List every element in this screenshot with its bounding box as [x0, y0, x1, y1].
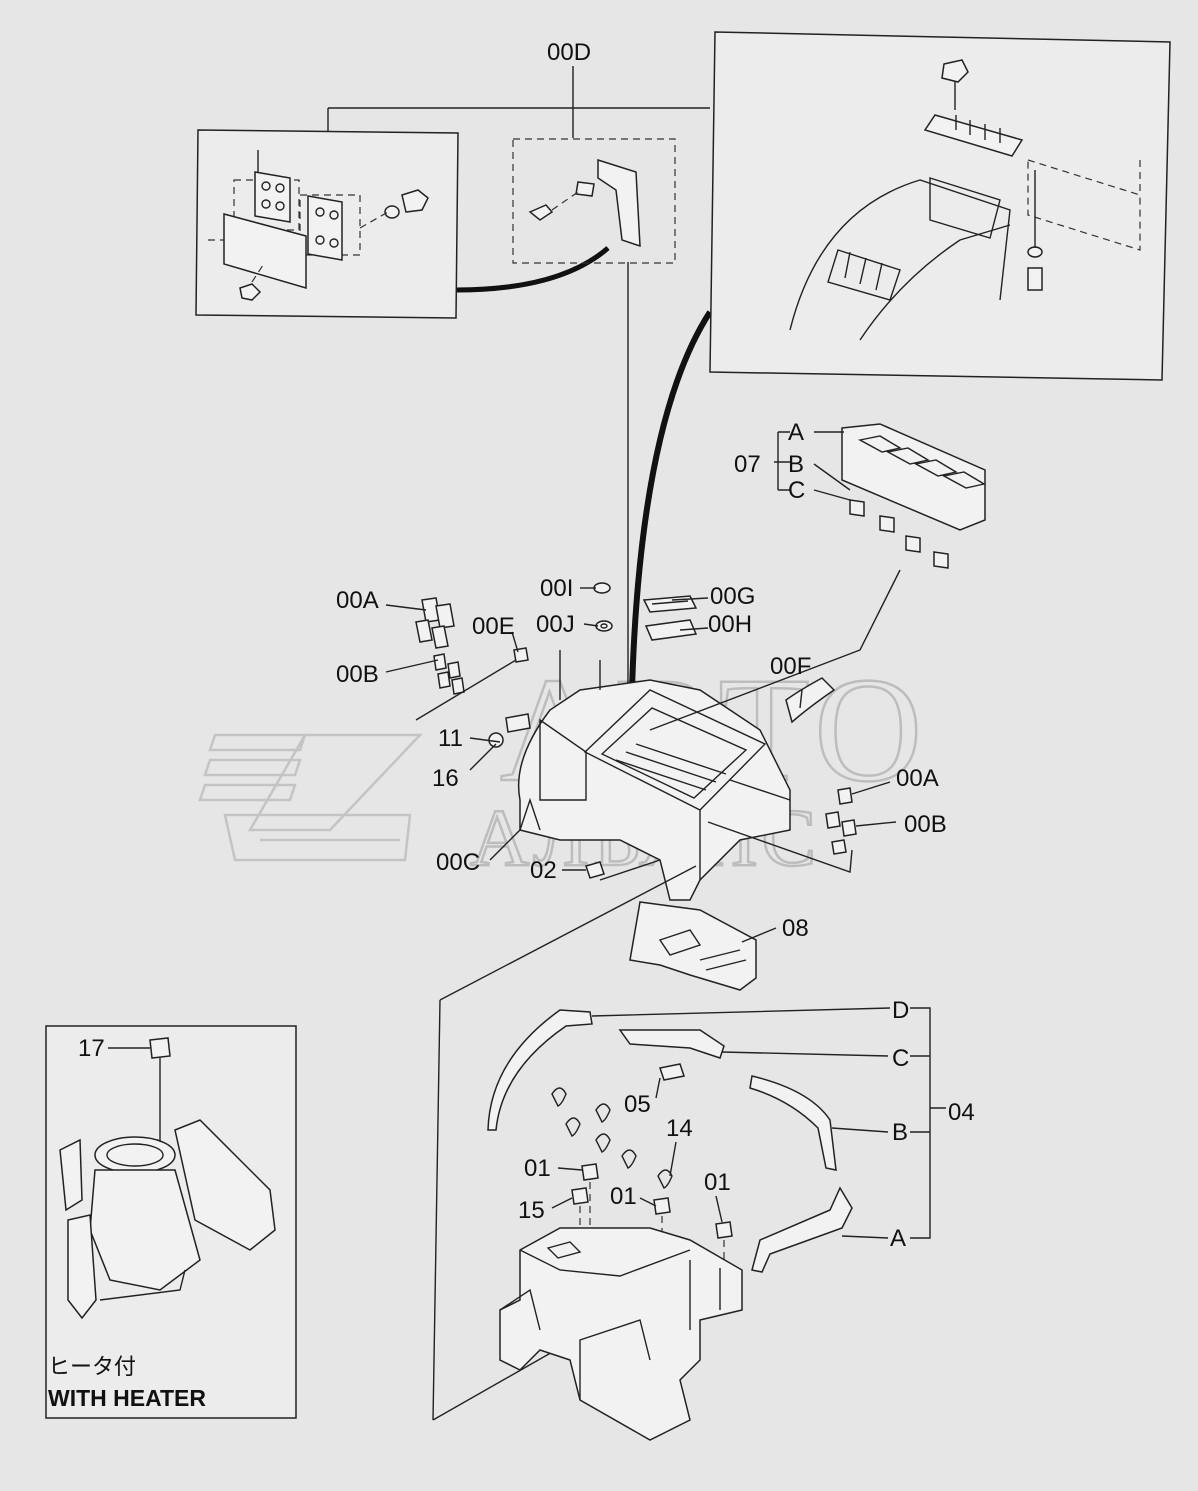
label-00A-left: 00A [336, 587, 379, 614]
detail-box-plates [195, 129, 459, 319]
label-00D: 00D [547, 39, 591, 66]
label-00B-left: 00B [336, 661, 379, 688]
label-00B-right: 00B [904, 811, 947, 838]
label-00J: 00J [536, 611, 575, 638]
callout-leaders [108, 587, 897, 1223]
label-05: 05 [624, 1091, 651, 1118]
label-15: 15 [518, 1197, 545, 1224]
part-08-bracket [629, 901, 757, 991]
label-07-B: B [788, 451, 804, 478]
detail-box-seat [709, 31, 1171, 381]
label-14: 14 [666, 1115, 693, 1142]
label-04-D: D [892, 997, 909, 1024]
watermark-logo [198, 733, 423, 862]
label-00I: 00I [540, 575, 573, 602]
label-04: 04 [948, 1099, 975, 1126]
label-02: 02 [530, 857, 557, 884]
label-00E: 00E [472, 613, 515, 640]
bolts [571, 1163, 733, 1290]
label-11: 11 [438, 725, 463, 752]
callout-labels: 00D 07 A B C 00A 00B 00E 00I 00J 00G 00H… [48, 39, 975, 1411]
clips [551, 1087, 673, 1189]
label-07: 07 [734, 451, 761, 478]
label-04-A: A [890, 1225, 906, 1252]
heater-caption-en: WITH HEATER [48, 1385, 206, 1411]
label-00C: 00C [436, 849, 480, 876]
label-00G: 00G [710, 583, 755, 610]
small-parts-top [415, 582, 857, 855]
label-01-b: 01 [610, 1183, 637, 1210]
connector-lines [327, 66, 713, 691]
detail-box-bracket [512, 138, 676, 264]
label-04-B: B [892, 1119, 908, 1146]
label-16: 16 [432, 765, 459, 792]
label-07-A: A [788, 419, 804, 446]
part-console-main [517, 679, 791, 901]
label-00A-right: 00A [896, 765, 939, 792]
label-17: 17 [78, 1035, 105, 1062]
part-04-trims [487, 1007, 946, 1273]
part-02-bolt [585, 861, 605, 879]
label-07-C: C [788, 477, 805, 504]
label-04-C: C [892, 1045, 909, 1072]
label-01-c: 01 [704, 1169, 731, 1196]
leader-dashes [415, 569, 901, 1421]
label-00F: 00F [770, 653, 811, 680]
label-00H: 00H [708, 611, 752, 638]
detail-box-heater [45, 1025, 297, 1419]
label-01-a: 01 [524, 1155, 551, 1182]
label-08: 08 [782, 915, 809, 942]
heater-caption-jp: ヒータ付 [48, 1355, 136, 1380]
part-07-switch-panel [774, 423, 986, 569]
part-floor-frame [499, 1227, 743, 1441]
